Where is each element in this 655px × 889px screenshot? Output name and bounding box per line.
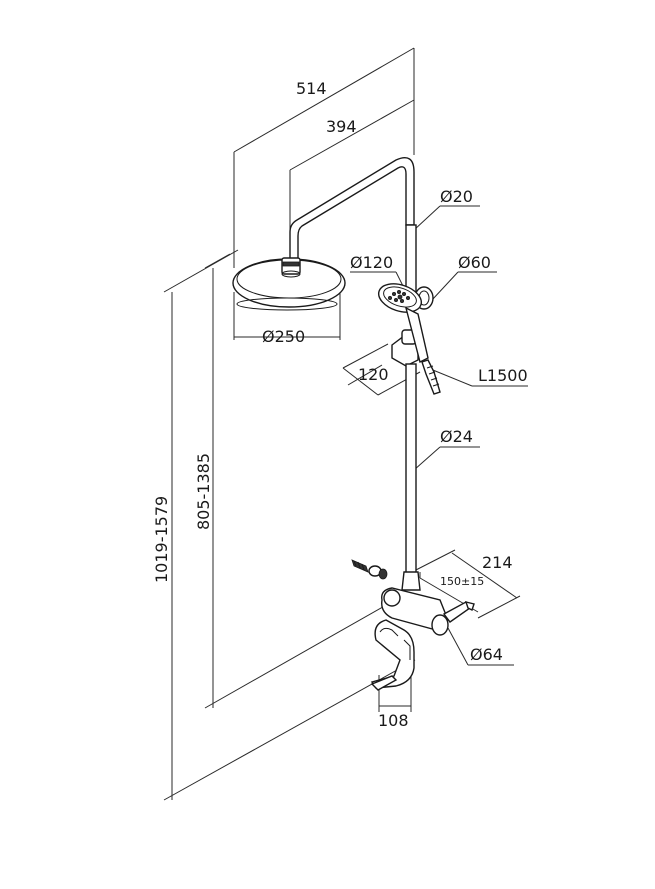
dim-line-120 bbox=[347, 364, 383, 386]
dimension-labels: 514 394 Ø20 Ø120 Ø60 Ø250 120 L1500 Ø24 … bbox=[152, 79, 528, 730]
upper-pipe bbox=[405, 224, 417, 296]
label-394: 394 bbox=[326, 117, 357, 136]
label-150: 150±15 bbox=[440, 575, 484, 588]
wall-connector-screw bbox=[351, 559, 388, 580]
label-diameter-20: Ø20 bbox=[440, 187, 473, 206]
dimension-lines bbox=[163, 47, 528, 801]
label-diameter-24: Ø24 bbox=[440, 427, 473, 446]
label-120: 120 bbox=[358, 365, 389, 384]
label-214: 214 bbox=[482, 553, 513, 572]
label-height-outer: 1019-1579 bbox=[152, 496, 171, 583]
label-diameter-250: Ø250 bbox=[262, 327, 305, 346]
label-l1500: L1500 bbox=[478, 366, 528, 385]
bath-spout bbox=[370, 619, 415, 691]
overhead-shower-head bbox=[232, 257, 346, 311]
label-height-inner: 805-1385 bbox=[194, 453, 213, 530]
dim-line-514 bbox=[233, 47, 415, 153]
dim-line-214 bbox=[451, 552, 518, 599]
dim-line-394 bbox=[289, 99, 415, 171]
overhead-arm bbox=[289, 157, 415, 263]
label-diameter-64: Ø64 bbox=[470, 645, 503, 664]
hand-shower bbox=[377, 283, 441, 395]
label-108: 108 bbox=[378, 711, 409, 730]
mixer-body bbox=[381, 571, 475, 636]
label-diameter-120: Ø120 bbox=[350, 253, 393, 272]
label-diameter-60: Ø60 bbox=[458, 253, 491, 272]
lower-pipe bbox=[405, 363, 417, 577]
label-514: 514 bbox=[296, 79, 327, 98]
